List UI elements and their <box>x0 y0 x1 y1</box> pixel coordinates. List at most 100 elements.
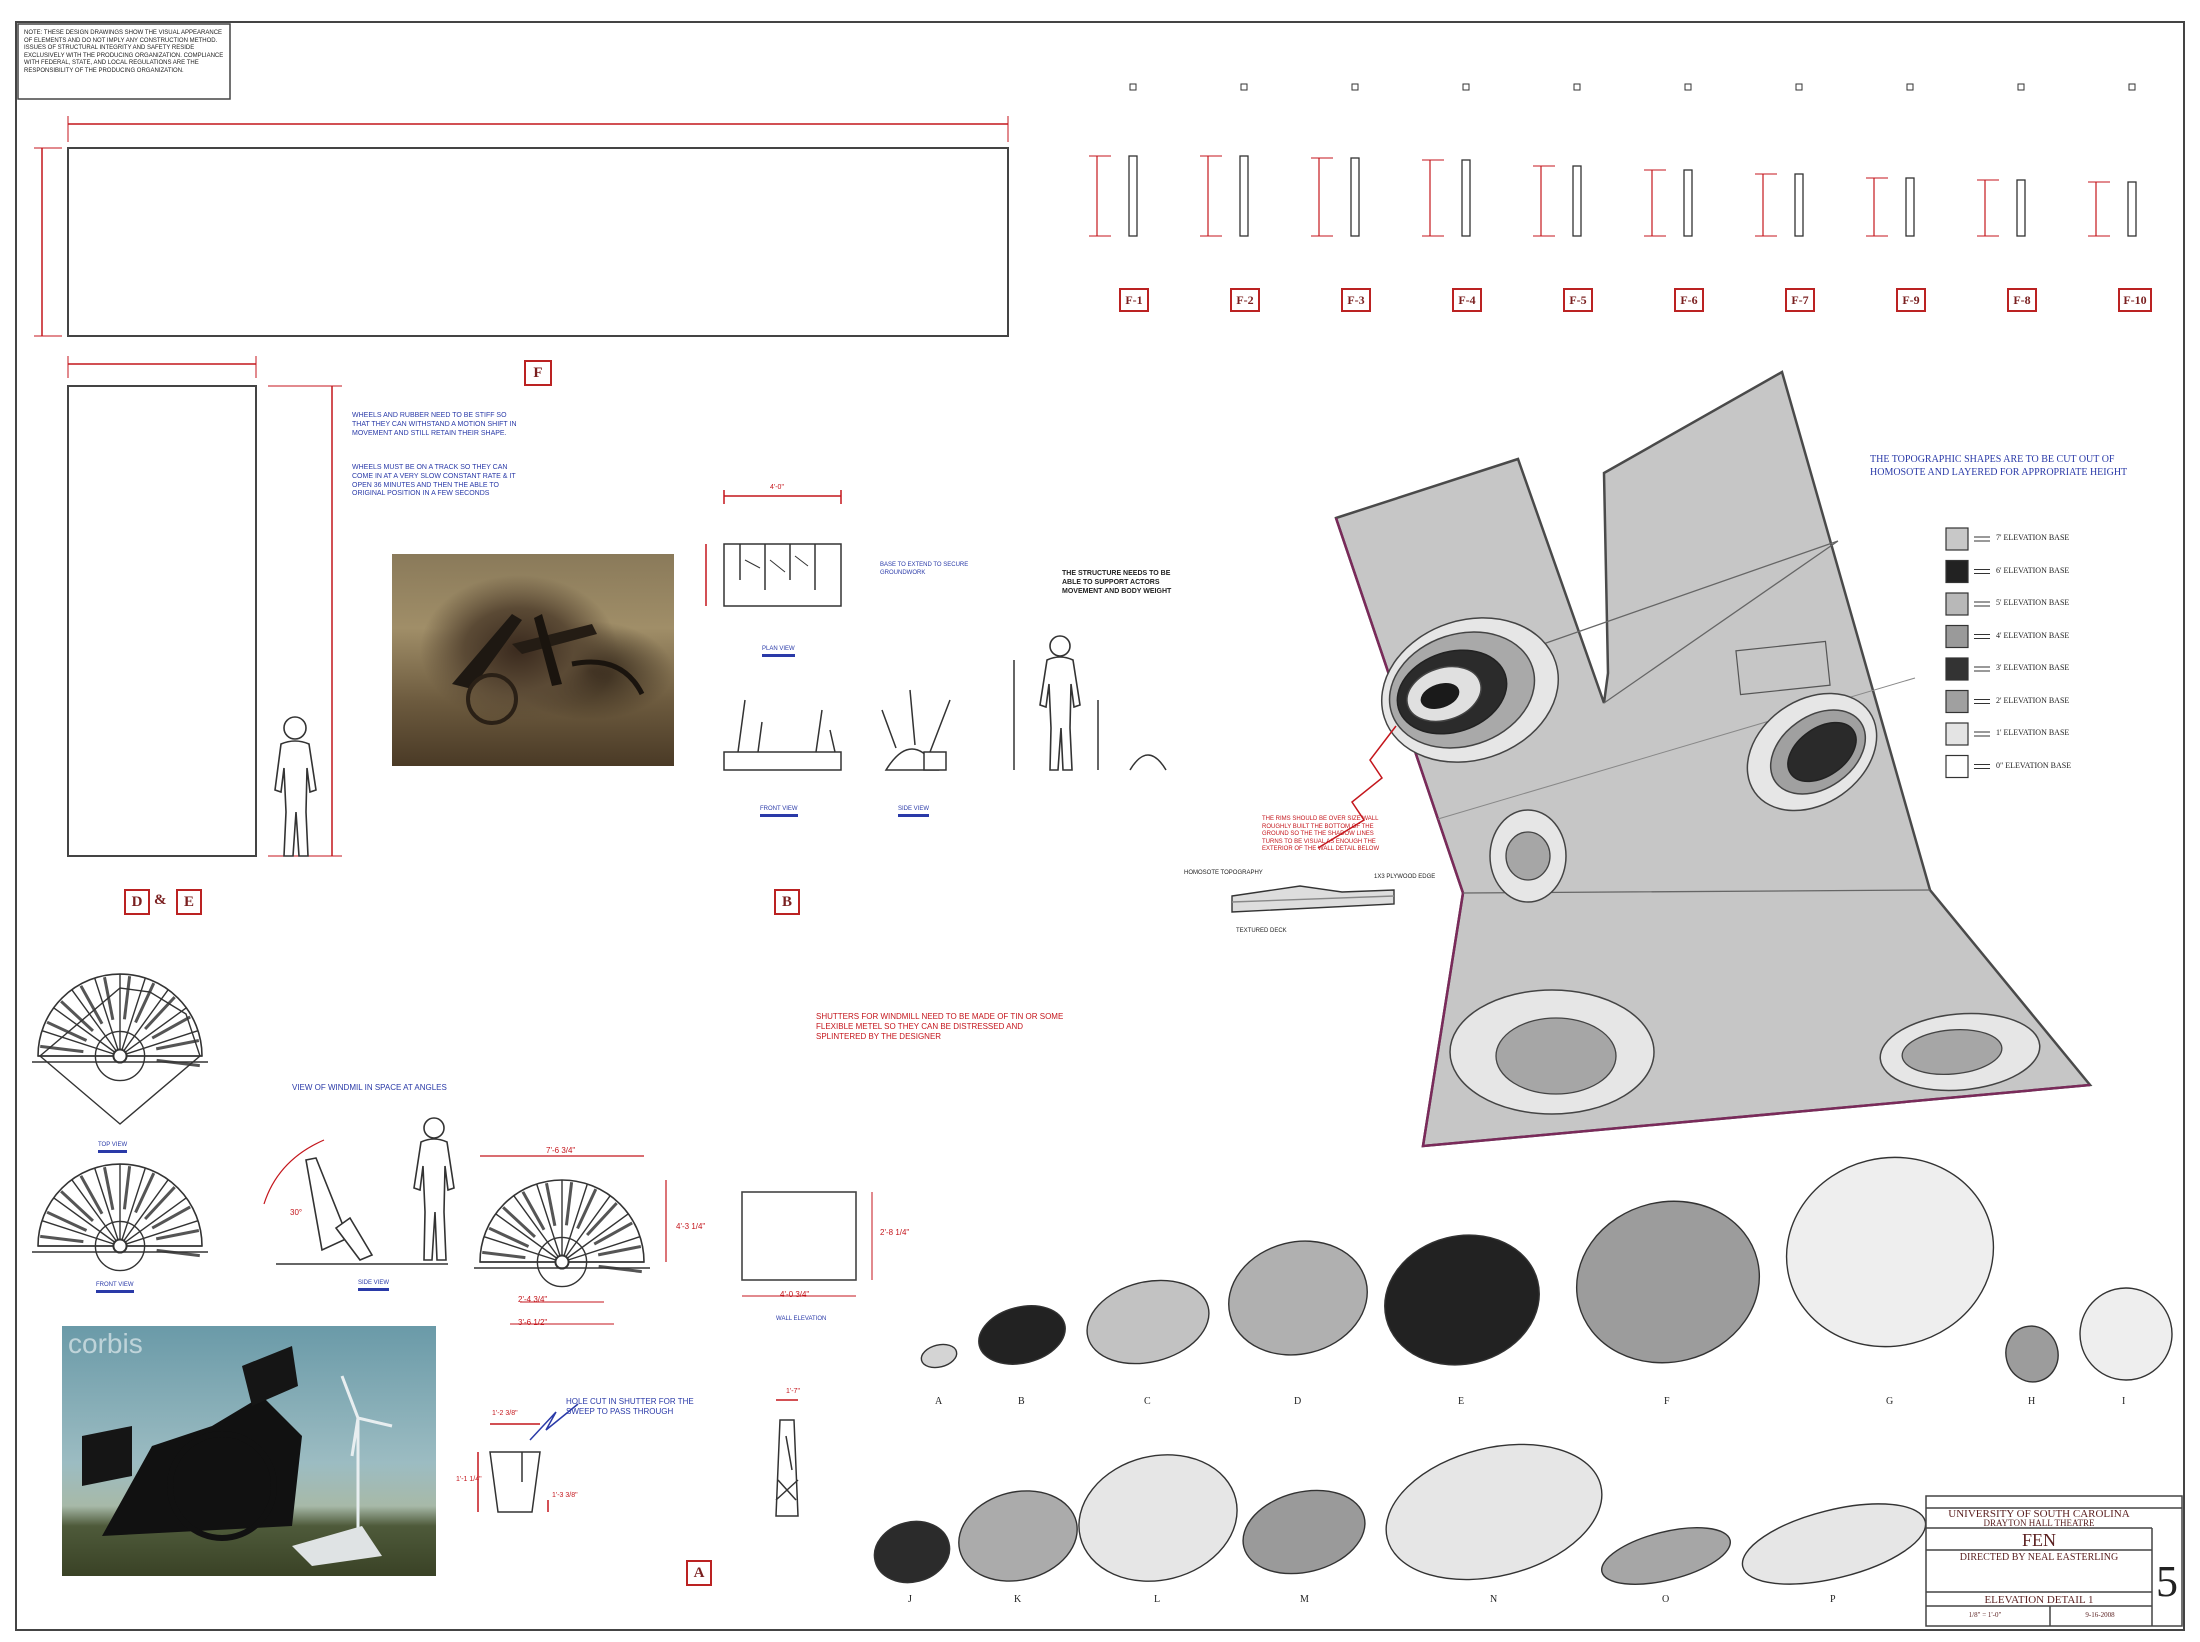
dim-angle: 30° <box>290 1208 303 1217</box>
cut-shape-letter: I <box>2122 1396 2126 1407</box>
legend-swatch <box>1945 657 1969 681</box>
note-hole: HOLE CUT IN SHUTTER FOR THE SWEEP TO PAS… <box>566 1397 694 1416</box>
f-panel-label: F-8 <box>2007 288 2037 312</box>
cut-shape-letter: D <box>1294 1396 1302 1407</box>
legend-swatch <box>1945 527 1969 551</box>
cut-shape <box>1228 1240 1368 1356</box>
legend-label: 4' ELEVATION BASE <box>1996 630 2070 640</box>
f-panel-label: F-5 <box>1563 288 1593 312</box>
windmill-side-view <box>263 1117 455 1265</box>
f-panel <box>1461 159 1471 237</box>
wreckage-photo <box>392 554 674 766</box>
note-view-windmill: VIEW OF WINDMIL IN SPACE AT ANGLES <box>292 1083 447 1092</box>
f-panel-plan-mark <box>2017 83 2025 91</box>
note-deck-edge: 1X3 PLYWOOD EDGE <box>1374 874 1436 880</box>
legend-label: 3' ELEVATION BASE <box>1996 663 2070 672</box>
f-panel <box>2127 181 2137 237</box>
cut-shape-letter: A <box>935 1396 943 1407</box>
cut-shape-letter: K <box>1014 1594 1022 1605</box>
f-panel-label: F-9 <box>1896 288 1926 312</box>
homosote-section-detail <box>1231 885 1395 913</box>
tb-drawing: ELEVATION DETAIL 1 <box>1984 1594 2094 1606</box>
windmill-top-outline <box>38 987 201 1125</box>
elevation-legend <box>1945 527 1990 779</box>
dim-hole-a: 1'-2 3/8" <box>492 1410 518 1417</box>
cut-shape-letter: J <box>908 1594 912 1605</box>
f-panel-elevations <box>1089 83 2137 237</box>
note-base: BASE TO EXTEND TO SECURE GROUNDWORK <box>880 562 969 576</box>
f-panel-label: F-4 <box>1452 288 1482 312</box>
tb-director: DIRECTED BY NEAL EASTERLING <box>1959 1552 2119 1563</box>
note-homosote: THE RIMS SHOULD BE OVER SIZE WALL ROUGHL… <box>1262 816 1380 852</box>
elevation-d-e <box>67 356 342 857</box>
f-panel <box>1239 155 1249 237</box>
cut-shape <box>1384 1234 1540 1366</box>
legend-label: 0" ELEVATION BASE <box>1996 760 2072 770</box>
dim-windmill-base2: 3'-6 1/2" <box>518 1318 548 1327</box>
f-panel-plan-mark <box>1906 83 1914 91</box>
cut-shape <box>2079 1287 2173 1381</box>
cut-shape-letter: O <box>1662 1594 1670 1605</box>
note-shutters: SHUTTERS FOR WINDMILL NEED TO BE MADE OF… <box>816 1012 1064 1041</box>
windmill-top-view <box>32 973 208 1082</box>
cut-shape-letter: F <box>1664 1396 1670 1407</box>
legend-swatch <box>1945 722 1969 746</box>
cut-shape-letter: G <box>1886 1396 1894 1407</box>
dim-hole-b: 1'-1 1/4" <box>456 1476 482 1483</box>
dim-windmill-height: 4'-3 1/4" <box>676 1222 706 1231</box>
dim-shutter-h: 1'-7" <box>786 1388 800 1395</box>
note-topo: THE TOPOGRAPHIC SHAPES ARE TO BE CUT OUT… <box>1870 454 2128 478</box>
windmill-photo: corbis <box>62 1326 436 1576</box>
legend-swatch <box>1945 559 1969 584</box>
f-panel-plan-mark <box>1129 83 1137 91</box>
f-panel <box>2016 179 2026 237</box>
label-amp: & <box>154 892 167 908</box>
label-f: F <box>524 360 552 386</box>
legend-swatch <box>1945 754 1969 779</box>
f-panel-label: F-7 <box>1785 288 1815 312</box>
topographic-cut-shapes <box>873 1156 2173 1585</box>
general-note: NOTE: THESE DESIGN DRAWINGS SHOW THE VIS… <box>24 30 224 74</box>
f-panel <box>1128 155 1138 237</box>
note-box <box>17 23 231 100</box>
f-panel-label: F-6 <box>1674 288 1704 312</box>
cut-shape <box>1575 1200 1761 1364</box>
f-panel-plan-mark <box>1351 83 1359 91</box>
cut-shape <box>1078 1454 1238 1582</box>
title-block <box>1925 1495 2183 1627</box>
legend-label: 2' ELEVATION BASE <box>1996 695 2070 705</box>
tb-theatre: DRAYTON HALL THEATRE <box>1983 1518 2095 1528</box>
dim-box-height: 2'-8 1/4" <box>880 1228 910 1237</box>
tb-date: 9-16-2008 <box>2085 1611 2115 1619</box>
view-label-front-windmill: FRONT VIEW <box>96 1282 134 1293</box>
view-label-side-windmill: SIDE VIEW <box>358 1280 390 1291</box>
f-panel-label: F-2 <box>1230 288 1260 312</box>
f-panel-plan-mark <box>1573 83 1581 91</box>
cut-shape <box>1385 1443 1603 1581</box>
cut-shape <box>1242 1489 1366 1575</box>
tb-school: UNIVERSITY OF SOUTH CAROLINA <box>1948 1508 2130 1520</box>
view-label-plan-b: PLAN VIEW <box>762 646 795 657</box>
structure-b <box>705 490 1167 771</box>
note-track: WHEELS MUST BE ON A TRACK SO THEY CAN CO… <box>352 464 516 498</box>
cut-shape-letter: M <box>1300 1594 1309 1605</box>
label-d: D <box>124 889 150 915</box>
f-panel-label: F-1 <box>1119 288 1149 312</box>
cut-shape <box>873 1520 951 1584</box>
sheet-border <box>15 21 2185 1631</box>
photo-watermark: corbis <box>68 1328 143 1359</box>
f-panel <box>1905 177 1915 237</box>
wreckage-silhouette <box>452 614 645 725</box>
f-panel <box>1572 165 1582 237</box>
dim-windmill-width: 7'-6 3/4" <box>546 1146 576 1155</box>
cut-shape-letter: L <box>1154 1594 1161 1605</box>
note-wheels: WHEELS AND RUBBER NEED TO BE STIFF SO TH… <box>352 412 517 437</box>
windmill-front-view-dimensioned <box>474 1179 650 1288</box>
cut-shape <box>1741 1503 1927 1585</box>
windmill-photo-silhouette <box>82 1346 393 1566</box>
note-textured-deck: TEXTURED DECK <box>1236 928 1287 934</box>
legend-label: 7' ELEVATION BASE <box>1996 533 2070 542</box>
cut-shape <box>978 1305 1066 1365</box>
human-scale-figure <box>274 716 317 857</box>
